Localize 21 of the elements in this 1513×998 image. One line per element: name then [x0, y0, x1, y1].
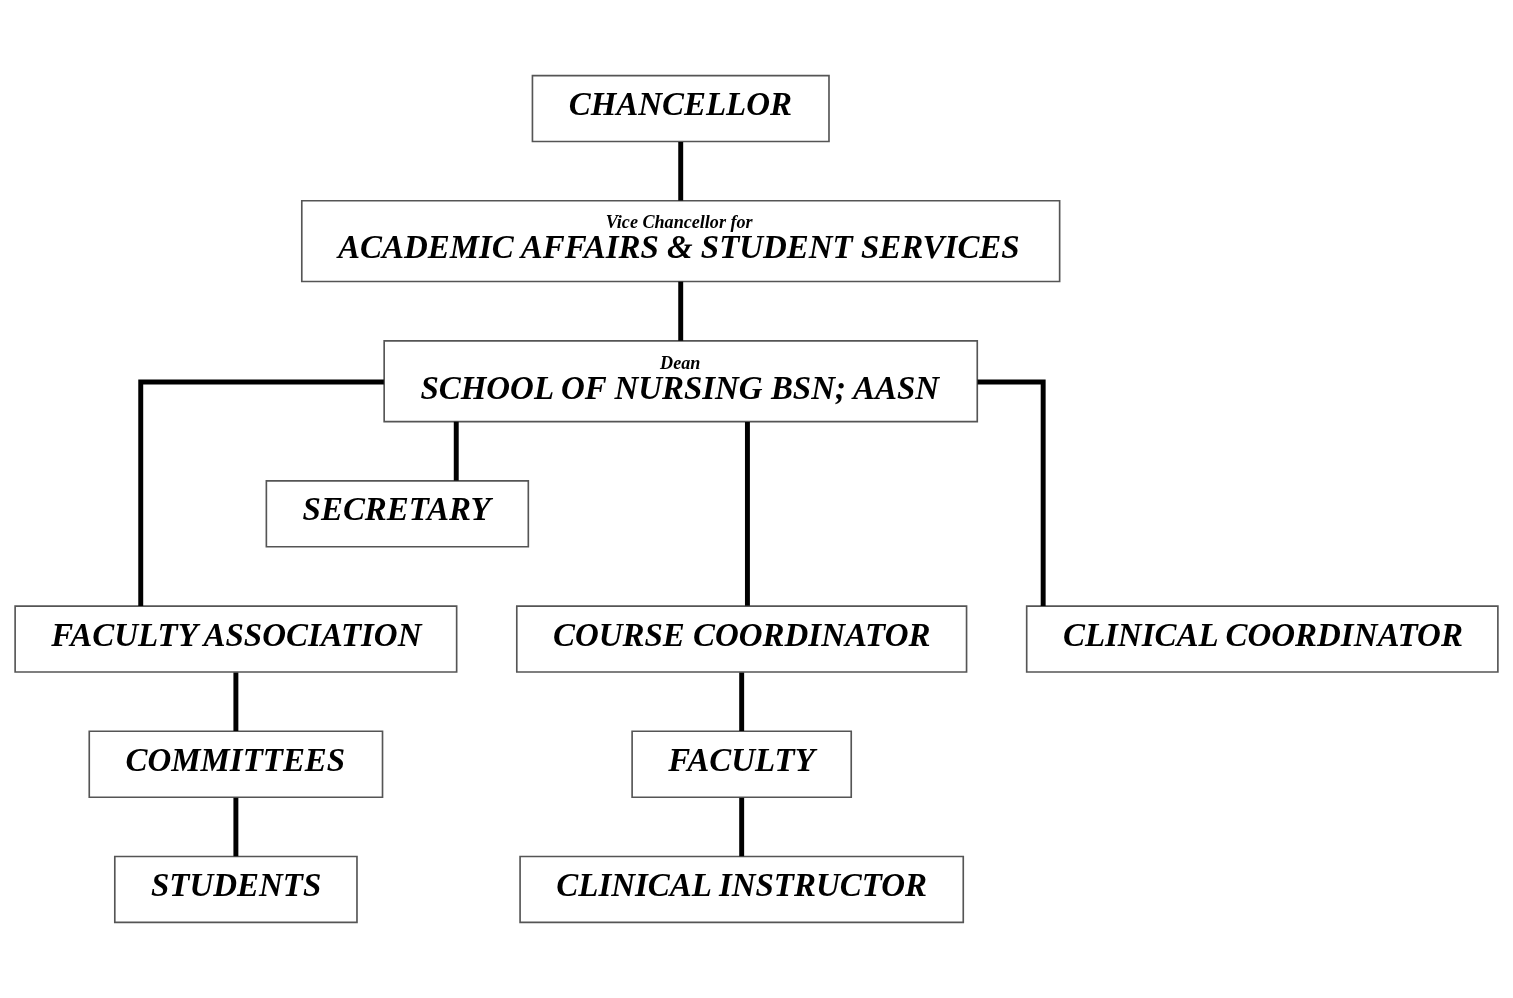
- node-box: FACULTY ASSOCIATION: [14, 605, 458, 673]
- connector: [678, 142, 684, 201]
- node-box: COMMITTEES: [88, 730, 384, 799]
- connector: [453, 421, 459, 481]
- connector: [977, 379, 1046, 606]
- node-box: STUDENTS: [113, 855, 358, 924]
- connector: [739, 797, 745, 857]
- connector: [233, 797, 239, 857]
- node-box: CHANCELLOR: [531, 74, 830, 143]
- node-box: FACULTY: [631, 730, 853, 799]
- node-box: SECRETARY: [265, 480, 530, 548]
- connector: [138, 379, 384, 606]
- connector: [233, 672, 239, 732]
- node-box: Vice Chancellor for ACADEMIC AFFAIRS & STUDENT SERVICES: [300, 199, 1061, 283]
- connector: [678, 281, 684, 341]
- node-box: CLINICAL INSTRUCTOR: [519, 855, 965, 924]
- node-box: CLINICAL COORDINATOR: [1025, 605, 1499, 673]
- node-box: Dean SCHOOL OF NURSING BSN; AASN: [383, 340, 979, 423]
- connector: [739, 672, 745, 732]
- node-box: COURSE COORDINATOR: [515, 605, 968, 673]
- connector: [744, 422, 750, 606]
